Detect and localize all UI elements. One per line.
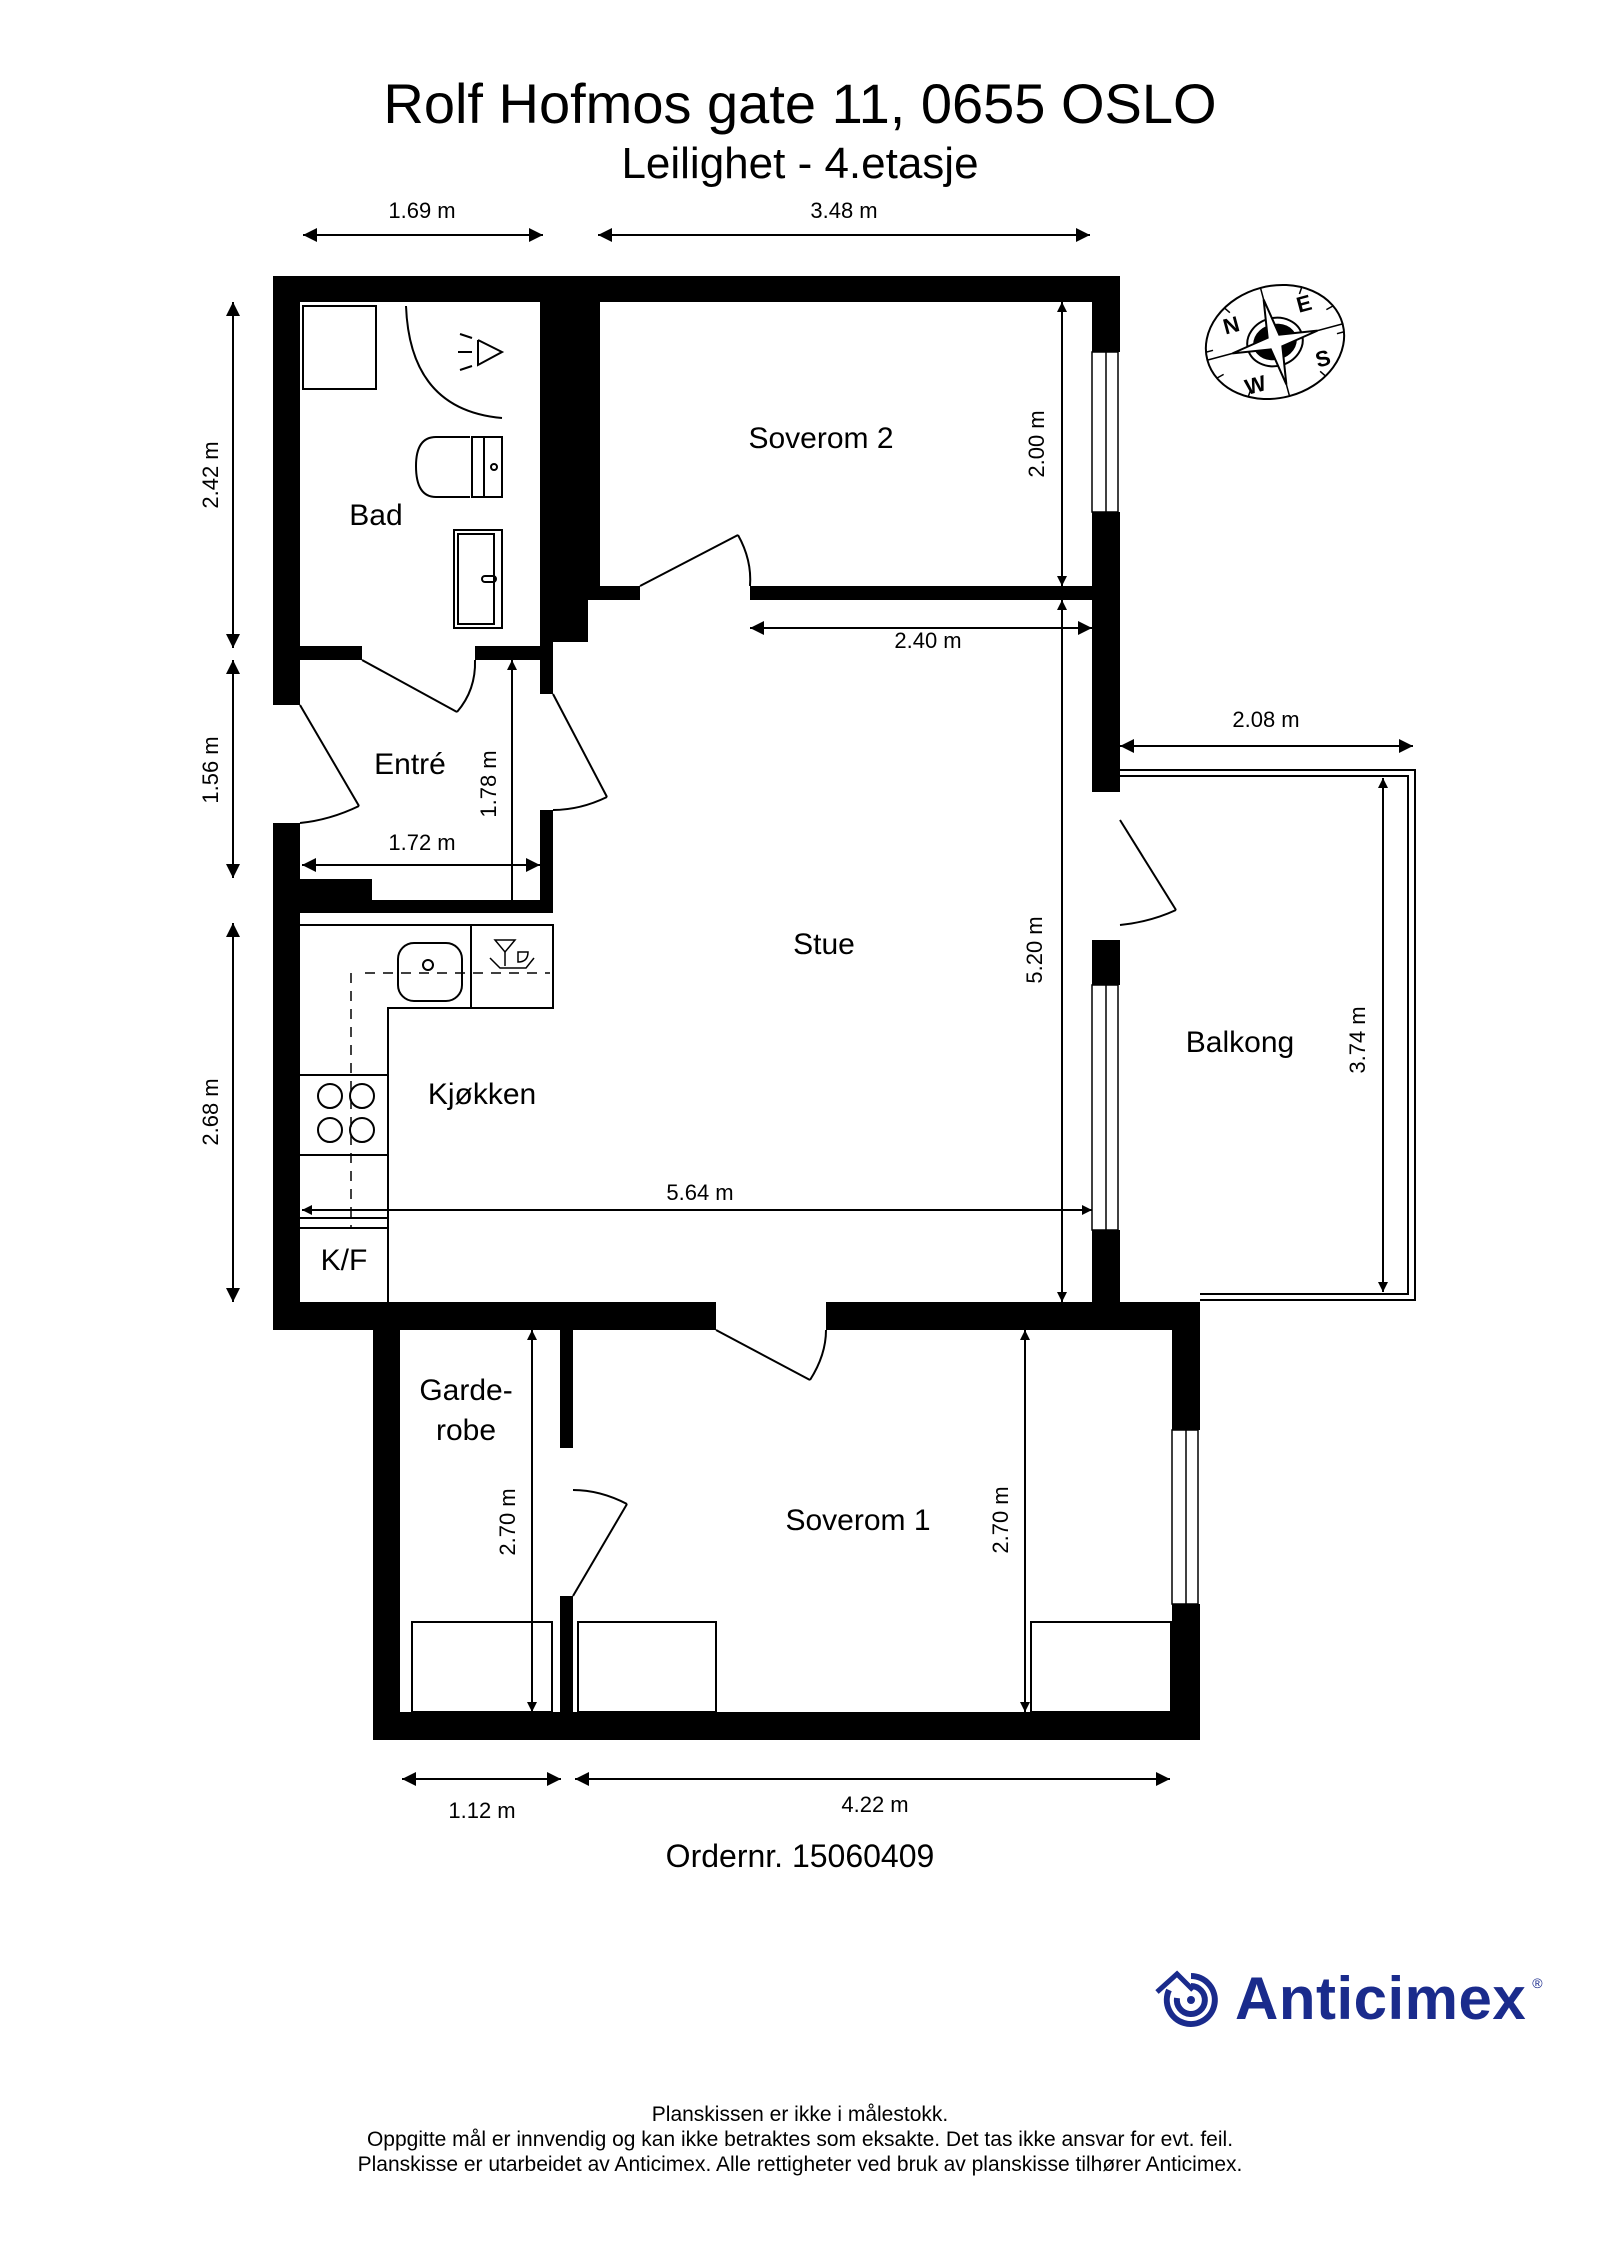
dim-bottom-left: 1.12 m — [448, 1798, 515, 1823]
logo-text: Anticimex — [1235, 1964, 1527, 2032]
cooktop-icon — [317, 1083, 375, 1143]
compass-s: S — [1313, 345, 1334, 373]
disclaimer-line-1: Planskissen er ikke i målestokk. — [651, 2103, 949, 2126]
room-soverom-1: Soverom 1 — [785, 1504, 930, 1537]
room-garderobe-line1: Garde- — [419, 1374, 512, 1407]
disclaimer-line-2: Oppgitte mål er innvendig og kan ikke be… — [366, 2128, 1234, 2151]
wardrobe-icon — [411, 1621, 553, 1713]
room-garderobe-line2: robe — [436, 1414, 496, 1447]
room-balkong: Balkong — [1186, 1026, 1294, 1059]
dim-soverom1-height: 2.70 m — [988, 1486, 1013, 1553]
dishwasher-icon — [489, 939, 535, 969]
compass-n: N — [1220, 311, 1242, 339]
anticimex-logo: Anticimex ® — [1155, 1958, 1543, 2038]
room-soverom-2: Soverom 2 — [748, 422, 893, 455]
room-kf: K/F — [321, 1244, 368, 1277]
compass-e: E — [1294, 290, 1315, 318]
dim-bottom-right: 4.22 m — [841, 1792, 908, 1817]
room-kjokken: Kjøkken — [428, 1078, 536, 1111]
dim-balkong-height: 3.74 m — [1345, 1006, 1370, 1073]
room-labels: Bad Soverom 2 Entré Stue Kjøkken K/F Bal… — [321, 422, 1295, 1537]
dim-top-right: 3.48 m — [810, 198, 877, 223]
dim-stue-top-width: 2.40 m — [894, 628, 961, 653]
dim-top-left: 1.69 m — [388, 198, 455, 223]
washer-icon — [302, 305, 377, 390]
anticimex-emblem-icon — [1155, 1970, 1218, 2027]
unit-subtitle: Leilighet - 4.etasje — [621, 139, 979, 188]
dimension-lines — [226, 228, 1413, 1786]
dim-stue-width: 5.64 m — [666, 1180, 733, 1205]
compass-icon: N E S W — [1204, 283, 1346, 401]
room-stue: Stue — [793, 928, 855, 961]
dim-garderobe-height: 2.70 m — [495, 1488, 520, 1555]
disclaimer-line-3: Planskisse er utarbeidet av Anticimex. A… — [357, 2153, 1243, 2176]
dim-stue-height: 5.20 m — [1022, 916, 1047, 983]
dim-entre-width: 1.72 m — [388, 830, 455, 855]
dim-entre-height: 1.78 m — [476, 750, 501, 817]
dim-balkong-width: 2.08 m — [1232, 707, 1299, 732]
kitchen-sink-icon — [397, 942, 463, 1002]
walls — [273, 276, 1200, 1740]
dim-soverom2-height: 2.00 m — [1024, 410, 1049, 477]
dimension-labels: 1.69 m 3.48 m 2.42 m 1.56 m 2.68 m 2.00 … — [198, 198, 1370, 1823]
balcony-railing — [1120, 769, 1416, 1301]
dim-left-kitchen: 2.68 m — [198, 1078, 223, 1145]
room-entre: Entré — [374, 748, 446, 781]
address-title: Rolf Hofmos gate 11, 0655 OSLO — [383, 72, 1217, 135]
fixtures — [300, 305, 1172, 1713]
dim-left-entre: 1.56 m — [198, 736, 223, 803]
dim-left-bad: 2.42 m — [198, 441, 223, 508]
registered-mark: ® — [1532, 1975, 1543, 1991]
toilet-icon — [414, 436, 470, 498]
windows — [1091, 351, 1199, 1605]
wardrobe-icon — [1030, 1621, 1172, 1713]
doors — [299, 534, 1177, 1597]
shower-icon — [405, 305, 503, 419]
disclaimer: Planskissen er ikke i målestokk. Oppgitt… — [0, 2102, 1600, 2177]
wardrobe-icon — [577, 1621, 717, 1713]
sink-icon — [453, 529, 503, 629]
room-bad: Bad — [349, 499, 402, 532]
order-number: Ordernr. 15060409 — [665, 1838, 935, 1874]
